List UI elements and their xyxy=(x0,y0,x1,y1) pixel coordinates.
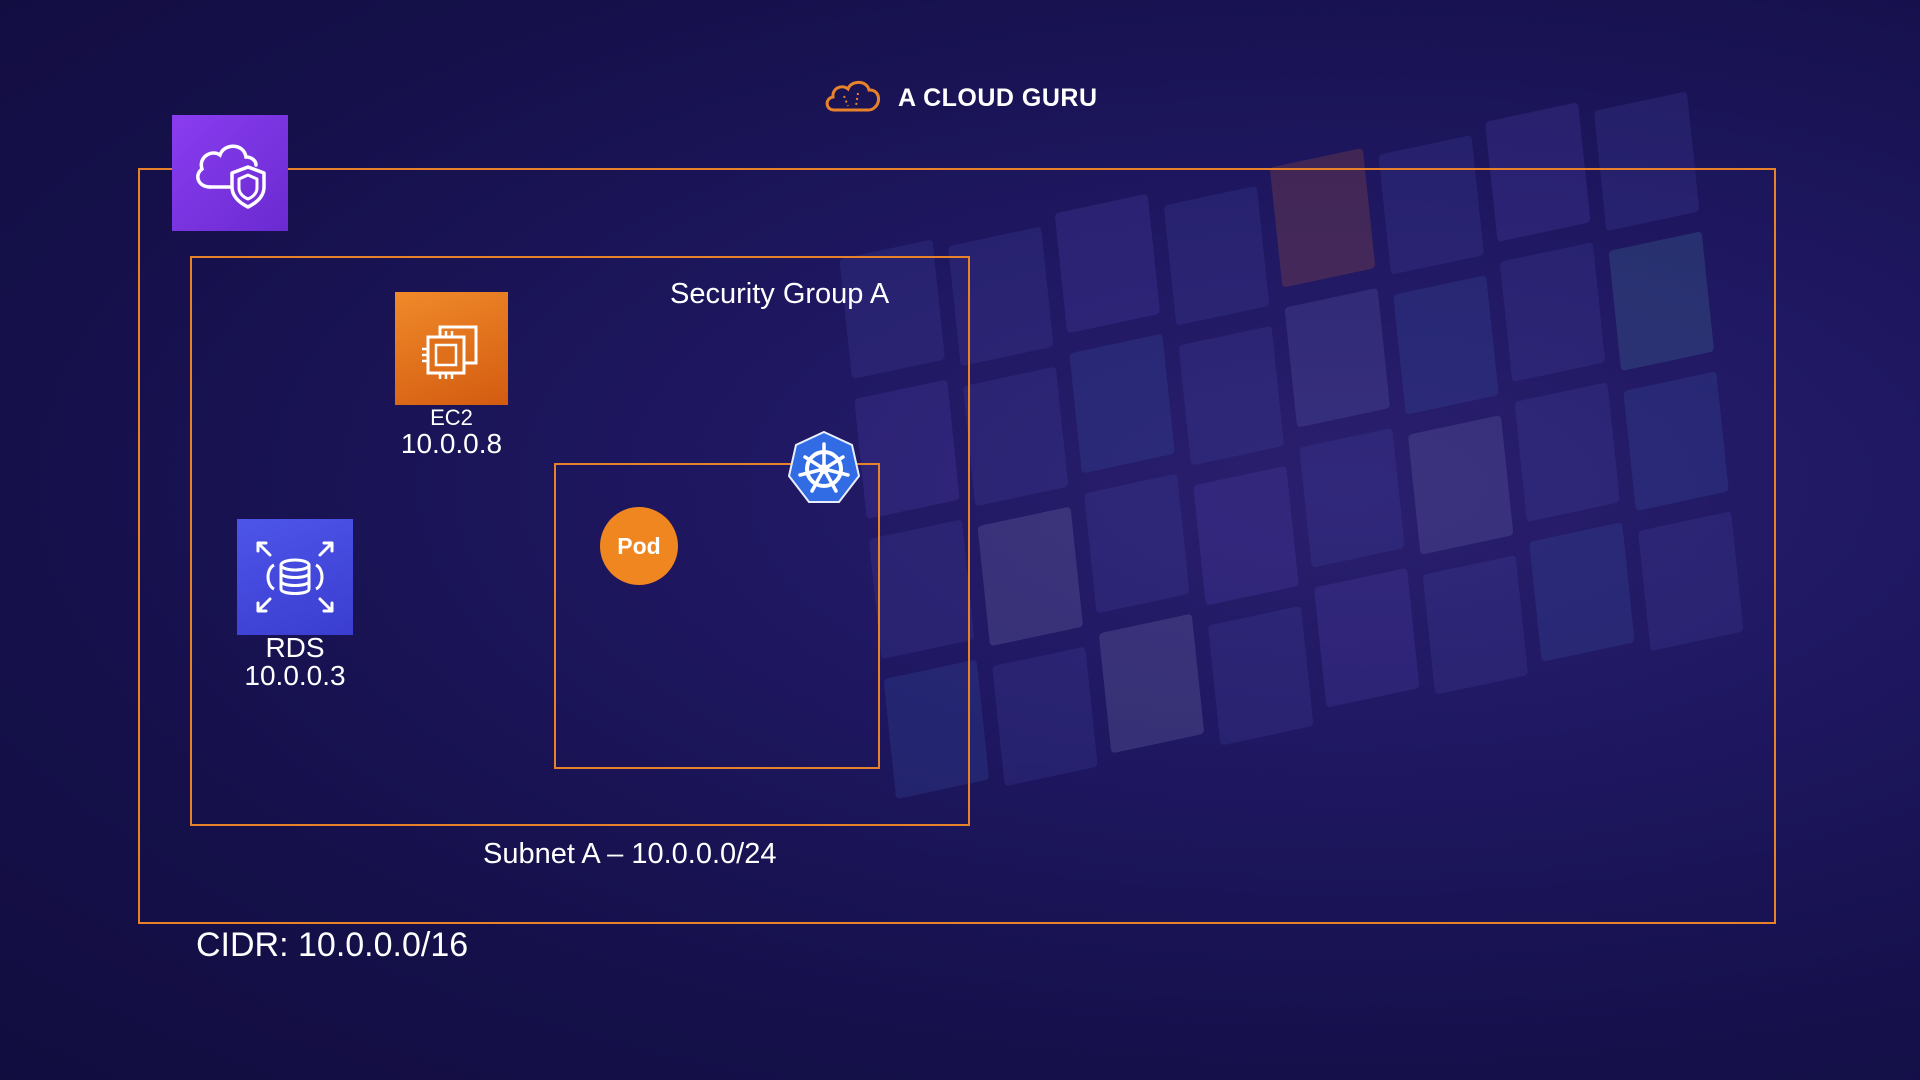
kubernetes-wheel-icon xyxy=(786,430,862,506)
vpc-cidr-label: CIDR: 10.0.0.0/16 xyxy=(196,926,469,964)
security-group-label: Security Group A xyxy=(670,278,890,310)
rds-ip: 10.0.0.3 xyxy=(244,660,346,691)
ec2-chip-icon xyxy=(395,292,508,405)
pod-badge: Pod xyxy=(600,507,678,585)
vpc-boundary xyxy=(138,168,1776,924)
pod-boundary xyxy=(554,463,880,769)
brand-header: A CLOUD GURU xyxy=(822,76,1098,120)
subnet-label: Subnet A – 10.0.0.0/24 xyxy=(483,838,777,870)
vpc-cloud-shield-icon xyxy=(172,115,288,231)
subnet-boundary xyxy=(190,256,970,826)
cloud-logo-icon xyxy=(822,76,884,121)
brand-name: A CLOUD GURU xyxy=(898,83,1098,112)
rds-name: RDS xyxy=(265,632,325,663)
ec2-name: EC2 xyxy=(430,405,473,430)
ec2-ip: 10.0.0.8 xyxy=(400,428,503,459)
rds-database-icon xyxy=(237,519,353,635)
